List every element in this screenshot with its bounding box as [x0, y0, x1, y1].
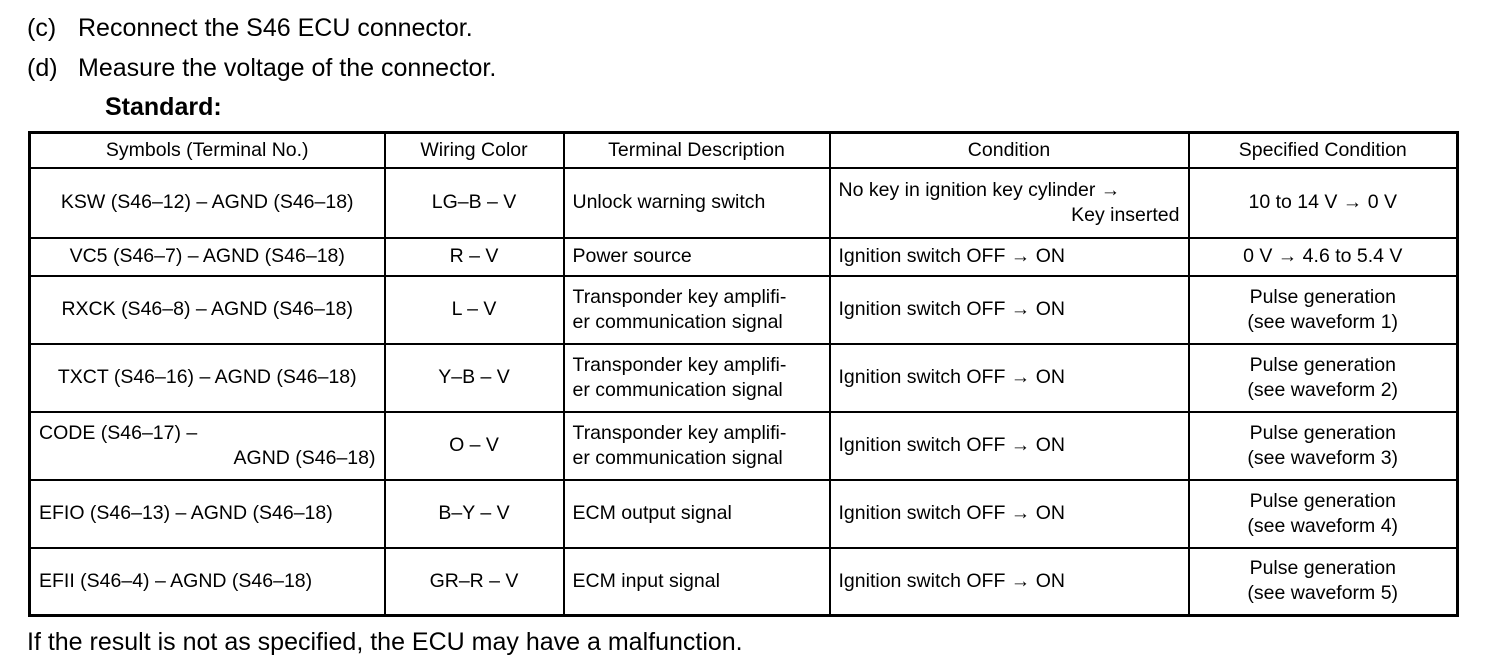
- symbols-line-1: EFII (S46‒4) – AGND (S46‒18): [39, 569, 313, 592]
- cell-condition: Ignition switch OFF → ON: [828, 342, 1190, 413]
- cell-condition: No key in ignition key cylinder → Key in…: [828, 166, 1190, 239]
- specification-table: Symbols (Terminal No.) Wiring Color Term…: [28, 131, 1459, 617]
- step-text-c: Reconnect the S46 ECU connector.: [78, 14, 473, 42]
- step-label-d: (d): [27, 54, 58, 82]
- desc-line-2: er communication signal: [572, 310, 783, 333]
- cell-terminal-description: Power source: [562, 236, 831, 277]
- condition-line-1: Ignition switch OFF → ON: [838, 245, 1065, 267]
- table-row: EFIO (S46‒13) – AGND (S46‒18) B‒Y – V EC…: [28, 478, 1459, 549]
- column-header-specified-condition: Specified Condition: [1187, 131, 1459, 169]
- cell-specified-condition: Pulse generation (see waveform 3): [1187, 410, 1459, 481]
- desc-line-1: Transponder key amplifi-: [572, 353, 787, 376]
- cell-terminal-description: Unlock warning switch: [562, 166, 831, 239]
- specified-line-1: 10 to 14 V → 0 V: [1248, 191, 1397, 213]
- cell-wiring-color: L – V: [383, 274, 565, 345]
- symbols-line-1: TXCT (S46‒16) – AGND (S46‒18): [57, 366, 357, 388]
- table-row: KSW (S46‒12) – AGND (S46‒18) LG‒B – V Un…: [28, 166, 1459, 239]
- desc-line-1: Unlock warning switch: [572, 191, 766, 213]
- table-row: EFII (S46‒4) – AGND (S46‒18) GR‒R – V EC…: [28, 546, 1459, 617]
- cell-specified-condition: Pulse generation (see waveform 2): [1187, 342, 1459, 413]
- cell-symbols: KSW (S46‒12) – AGND (S46‒18): [28, 166, 386, 239]
- cell-condition: Ignition switch OFF → ON: [828, 478, 1190, 549]
- specified-line-1: Pulse generation: [1249, 421, 1396, 444]
- symbols-line-2: AGND (S46‒18): [233, 446, 376, 469]
- symbols-line-1: KSW (S46‒12) – AGND (S46‒18): [60, 191, 354, 213]
- cell-wiring-color: Y‒B – V: [383, 342, 565, 413]
- cell-symbols: EFIO (S46‒13) – AGND (S46‒18): [28, 478, 386, 549]
- table-row: VC5 (S46‒7) – AGND (S46‒18) R – V Power …: [28, 236, 1459, 277]
- specified-line-1: Pulse generation: [1249, 285, 1396, 308]
- cell-wiring-color: LG‒B – V: [383, 166, 565, 239]
- column-header-symbols: Symbols (Terminal No.): [28, 131, 386, 169]
- cell-specified-condition: 0 V → 4.6 to 5.4 V: [1187, 236, 1459, 277]
- cell-condition: Ignition switch OFF → ON: [828, 410, 1190, 481]
- cell-symbols: TXCT (S46‒16) – AGND (S46‒18): [28, 342, 386, 413]
- procedure-step-c: (c) Reconnect the S46 ECU connector.: [0, 8, 1504, 48]
- desc-line-2: er communication signal: [572, 378, 783, 401]
- condition-line-1: Ignition switch OFF → ON: [838, 366, 1065, 388]
- standard-heading: Standard:: [105, 93, 222, 121]
- column-header-terminal-description: Terminal Description: [562, 131, 831, 169]
- cell-terminal-description: ECM input signal: [562, 546, 831, 617]
- table-body: KSW (S46‒12) – AGND (S46‒18) LG‒B – V Un…: [28, 166, 1459, 617]
- table-row: CODE (S46‒17) – AGND (S46‒18) O – V Tran…: [28, 410, 1459, 481]
- cell-wiring-color: B‒Y – V: [383, 478, 565, 549]
- cell-wiring-color: O – V: [383, 410, 565, 481]
- condition-line-1: Ignition switch OFF → ON: [838, 502, 1065, 524]
- cell-symbols: EFII (S46‒4) – AGND (S46‒18): [28, 546, 386, 617]
- condition-line-1: No key in ignition key cylinder →: [838, 178, 1121, 201]
- table-header: Symbols (Terminal No.) Wiring Color Term…: [28, 131, 1459, 169]
- specified-line-2: (see waveform 3): [1247, 446, 1399, 469]
- cell-terminal-description: ECM output signal: [562, 478, 831, 549]
- cell-terminal-description: Transponder key amplifi- er communicatio…: [562, 410, 831, 481]
- table-row: RXCK (S46‒8) – AGND (S46‒18) L – V Trans…: [28, 274, 1459, 345]
- specified-line-2: (see waveform 4): [1247, 514, 1399, 537]
- cell-terminal-description: Transponder key amplifi- er communicatio…: [562, 274, 831, 345]
- procedure-steps: (c) Reconnect the S46 ECU connector. (d)…: [0, 0, 1504, 126]
- cell-specified-condition: Pulse generation (see waveform 1): [1187, 274, 1459, 345]
- desc-line-1: Transponder key amplifi-: [572, 285, 787, 308]
- specified-line-2: (see waveform 2): [1247, 378, 1399, 401]
- specified-line-1: Pulse generation: [1249, 557, 1396, 580]
- cell-symbols: VC5 (S46‒7) – AGND (S46‒18): [28, 236, 386, 277]
- cell-condition: Ignition switch OFF → ON: [828, 546, 1190, 617]
- procedure-step-d: (d) Measure the voltage of the connector…: [0, 48, 1504, 88]
- cell-condition: Ignition switch OFF → ON: [828, 236, 1190, 277]
- specified-line-2: (see waveform 5): [1247, 582, 1399, 605]
- cell-wiring-color: GR‒R – V: [383, 546, 565, 617]
- condition-line-1: Ignition switch OFF → ON: [838, 569, 1065, 592]
- condition-line-1: Ignition switch OFF → ON: [838, 434, 1065, 456]
- cell-specified-condition: 10 to 14 V → 0 V: [1187, 166, 1459, 239]
- table-header-row: Symbols (Terminal No.) Wiring Color Term…: [28, 131, 1459, 169]
- specified-line-1: Pulse generation: [1249, 489, 1396, 512]
- symbols-line-1: EFIO (S46‒13) – AGND (S46‒18): [39, 502, 333, 524]
- cell-symbols: CODE (S46‒17) – AGND (S46‒18): [28, 410, 386, 481]
- specified-line-2: (see waveform 1): [1247, 310, 1399, 333]
- cell-specified-condition: Pulse generation (see waveform 5): [1187, 546, 1459, 617]
- desc-line-1: ECM output signal: [572, 502, 732, 524]
- specified-line-1: Pulse generation: [1249, 353, 1396, 376]
- cell-symbols: RXCK (S46‒8) – AGND (S46‒18): [28, 274, 386, 345]
- step-label-c: (c): [27, 14, 57, 42]
- column-header-condition: Condition: [828, 131, 1190, 169]
- table-row: TXCT (S46‒16) – AGND (S46‒18) Y‒B – V Tr…: [28, 342, 1459, 413]
- cell-specified-condition: Pulse generation (see waveform 4): [1187, 478, 1459, 549]
- specification-table-wrapper: Symbols (Terminal No.) Wiring Color Term…: [28, 131, 1459, 617]
- result-note: If the result is not as specified, the E…: [27, 628, 743, 656]
- desc-line-1: ECM input signal: [572, 569, 720, 592]
- desc-line-1: Power source: [572, 245, 692, 267]
- symbols-line-1: RXCK (S46‒8) – AGND (S46‒18): [61, 298, 354, 320]
- condition-line-2: Key inserted: [1071, 203, 1180, 226]
- column-header-wiring-color: Wiring Color: [383, 131, 565, 169]
- step-text-d: Measure the voltage of the connector.: [78, 54, 497, 82]
- symbols-line-1: CODE (S46‒17) –: [39, 421, 198, 444]
- desc-line-1: Transponder key amplifi-: [572, 421, 787, 444]
- desc-line-2: er communication signal: [572, 446, 783, 469]
- condition-line-1: Ignition switch OFF → ON: [838, 298, 1065, 320]
- cell-terminal-description: Transponder key amplifi- er communicatio…: [562, 342, 831, 413]
- specified-line-1: 0 V → 4.6 to 5.4 V: [1243, 245, 1403, 267]
- symbols-line-1: VC5 (S46‒7) – AGND (S46‒18): [69, 245, 345, 267]
- cell-condition: Ignition switch OFF → ON: [828, 274, 1190, 345]
- cell-wiring-color: R – V: [383, 236, 565, 277]
